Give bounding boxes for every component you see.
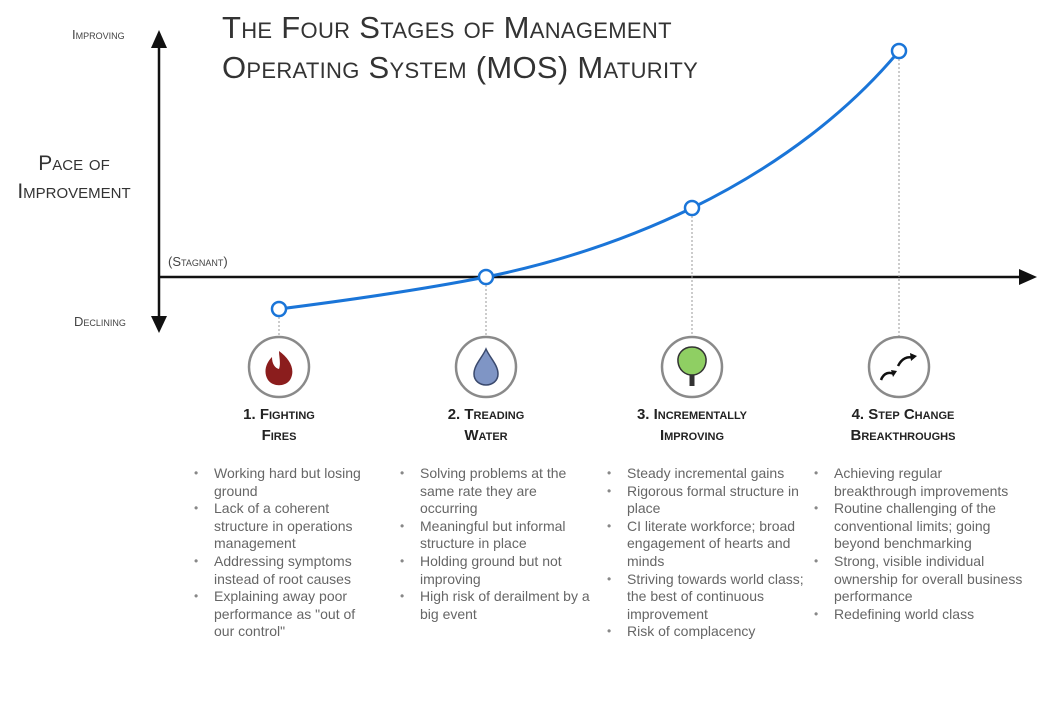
list-item: Striving towards world class; the best o… (607, 571, 805, 624)
stage-3-title-line-2: Improving (659, 427, 725, 444)
stage-4-title-line-2: Breakthroughs (850, 427, 956, 444)
stage-3-bullets: Steady incremental gains Rigorous formal… (607, 465, 805, 641)
y-axis-label-line-1: Pace of (38, 152, 110, 175)
curve-point-2 (477, 268, 495, 286)
y-axis-up-arrow (151, 30, 167, 48)
list-item: High risk of derailment by a big event (400, 588, 590, 623)
stage-4-title-line-1: 4. Step Change (851, 406, 955, 423)
y-axis-label: Pace of Improvement (4, 150, 144, 206)
list-item: Strong, visible individual ownership for… (814, 553, 1024, 606)
step-arrows-icon (867, 335, 931, 399)
stage-2-title: 2. Treading Water (386, 404, 586, 446)
list-item: Solving problems at the same rate they a… (400, 465, 590, 518)
list-item: Steady incremental gains (607, 465, 805, 483)
title-line-2: Operating System (MOS) Maturity (222, 50, 699, 85)
list-item: Redefining world class (814, 606, 1024, 624)
list-item: Achieving regular breakthrough improveme… (814, 465, 1024, 500)
title-line-1: The Four Stages of Management (222, 10, 672, 45)
stage-2-bullets: Solving problems at the same rate they a… (400, 465, 590, 623)
stage-1-bullets: Working hard but losing ground Lack of a… (194, 465, 376, 641)
stage-2-title-line-1: 2. Treading (447, 406, 525, 423)
axis-label-improving: Improving (72, 27, 125, 42)
y-axis-label-line-2: Improvement (17, 180, 131, 203)
stage-1-title: 1. Fighting Fires (179, 404, 379, 446)
list-item: Holding ground but not improving (400, 553, 590, 588)
list-item: CI literate workforce; broad engagement … (607, 518, 805, 571)
list-item: Meaningful but informal structure in pla… (400, 518, 590, 553)
stage-1-title-line-2: Fires (261, 427, 297, 444)
water-drop-icon (454, 335, 518, 399)
stage-2-title-line-2: Water (464, 427, 508, 444)
stage-3-title-line-1: 3. Incrementally (636, 406, 748, 423)
list-item: Routine challenging of the conventional … (814, 500, 1024, 553)
stage-1-title-line-1: 1. Fighting (243, 406, 315, 423)
stage-4-bullets: Achieving regular breakthrough improveme… (814, 465, 1024, 623)
curve-point-1 (270, 300, 288, 318)
list-item: Addressing symptoms instead of root caus… (194, 553, 376, 588)
list-item: Explaining away poor performance as "out… (194, 588, 376, 641)
axis-label-declining: Declining (74, 314, 126, 329)
tree-icon (660, 335, 724, 399)
stage-4-title: 4. Step Change Breakthroughs (803, 404, 1003, 446)
diagram-title: The Four Stages of Management Operating … (222, 8, 698, 88)
x-axis-arrow (1019, 269, 1037, 285)
list-item: Working hard but losing ground (194, 465, 376, 500)
axis-label-stagnant: (Stagnant) (168, 254, 228, 269)
stage-3-title: 3. Incrementally Improving (592, 404, 792, 446)
curve-point-4 (890, 42, 908, 60)
list-item: Risk of complacency (607, 623, 805, 641)
list-item: Rigorous formal structure in place (607, 483, 805, 518)
fire-icon (247, 335, 311, 399)
maturity-curve (278, 50, 901, 311)
list-item: Lack of a coherent structure in operatio… (194, 500, 376, 553)
curve-point-3 (683, 199, 701, 217)
y-axis-down-arrow (151, 316, 167, 333)
